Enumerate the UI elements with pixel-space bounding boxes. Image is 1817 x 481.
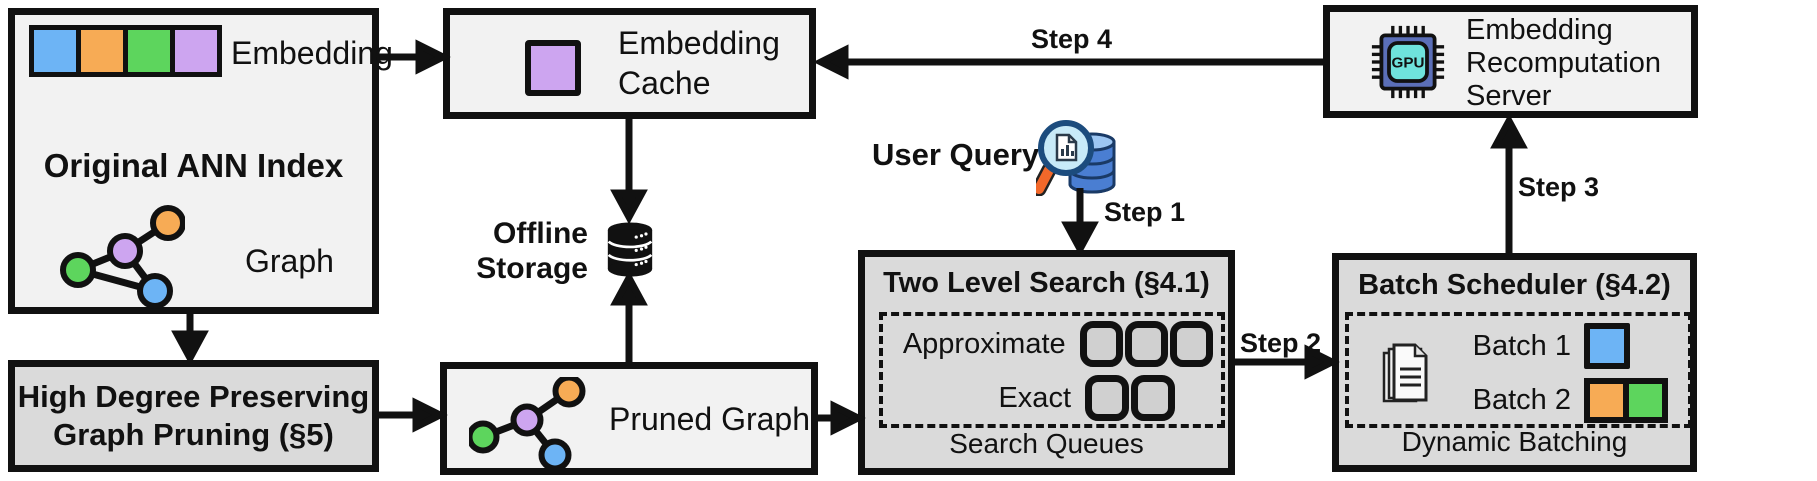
pruned-graph-box: Pruned Graph bbox=[440, 362, 818, 475]
batch-scheduler-box: Batch Scheduler (§4.2) Batch 1 Batch 2 bbox=[1332, 253, 1697, 472]
queue-slot bbox=[1124, 321, 1168, 367]
documents-icon bbox=[1382, 343, 1428, 403]
pruned-graph-label: Pruned Graph bbox=[609, 401, 811, 437]
high-degree-pruning-box: High Degree Preserving Graph Pruning (§5… bbox=[8, 360, 379, 472]
step-2-label: Step 2 bbox=[1240, 328, 1322, 358]
embedding-label: Embedding bbox=[231, 35, 393, 71]
cached-embedding-chip-purple bbox=[525, 40, 581, 96]
original-ann-index-title: Original ANN Index bbox=[43, 147, 344, 184]
search-queues-footer: Search Queues bbox=[949, 428, 1144, 459]
embedding-chip-green bbox=[128, 30, 170, 72]
batch-1-label: Batch 1 bbox=[1472, 329, 1571, 362]
graph-nodes-icon bbox=[60, 205, 185, 309]
gpu-text: GPU bbox=[1392, 55, 1425, 72]
arrow-pruning-to-pruned bbox=[412, 397, 448, 433]
pruned-graph-nodes-icon bbox=[469, 377, 586, 469]
arrow-ann-to-pruning bbox=[171, 330, 209, 366]
approximate-queue-row: Approximate bbox=[889, 316, 1215, 372]
embedding-cache-label: Embedding Cache bbox=[618, 25, 780, 101]
batch-scheduler-title: Batch Scheduler (§4.2) bbox=[1358, 269, 1671, 301]
database-icon bbox=[607, 222, 653, 277]
magnifier-database-icon bbox=[1036, 120, 1116, 196]
arrow-ann-to-cache bbox=[415, 39, 451, 75]
embedding-cache-box: Embedding Cache bbox=[443, 8, 816, 119]
two-level-search-title: Two Level Search (§4.1) bbox=[883, 267, 1210, 299]
queue-slot bbox=[1169, 321, 1214, 367]
high-degree-pruning-label: High Degree Preserving Graph Pruning (§5… bbox=[17, 379, 370, 452]
batch-1-chip-blue bbox=[1584, 323, 1630, 369]
offline-storage-label: Offline Storage bbox=[476, 217, 588, 285]
embedding-vector-chips bbox=[29, 25, 222, 77]
search-queues-panel: Approximate Exact bbox=[879, 312, 1225, 428]
exact-label: Exact bbox=[998, 381, 1071, 414]
batch-rows: Batch 1 Batch 2 bbox=[1441, 319, 1684, 427]
server-label: Embedding Recomputation Server bbox=[1466, 14, 1662, 112]
original-ann-index-box: Embedding Original ANN Index Graph bbox=[8, 8, 393, 314]
embedding-chip-purple bbox=[175, 30, 217, 72]
batch-2-chips bbox=[1584, 377, 1668, 423]
embedding-recomputation-server-box: GPU Embedding Recomputation Server bbox=[1323, 5, 1698, 118]
queue-slot bbox=[1079, 321, 1123, 367]
user-query-label: User Query bbox=[872, 137, 1040, 172]
batch-2-label: Batch 2 bbox=[1472, 383, 1571, 416]
arrow-pruned-to-storage bbox=[610, 270, 648, 306]
embedding-chip-blue bbox=[34, 30, 76, 72]
step-4-label: Step 4 bbox=[1031, 24, 1113, 54]
dynamic-batching-panel: Batch 1 Batch 2 bbox=[1345, 312, 1692, 428]
arrow-query-to-search bbox=[1061, 221, 1099, 257]
gpu-chip-icon: GPU bbox=[1371, 25, 1445, 99]
arrow-cache-to-storage bbox=[610, 189, 648, 225]
batch-2-chip-green bbox=[1629, 383, 1662, 417]
step-1-label: Step 1 bbox=[1104, 197, 1186, 227]
exact-queue-row: Exact bbox=[889, 372, 1215, 424]
two-level-search-box: Two Level Search (§4.1) Approximate Exac… bbox=[858, 250, 1235, 475]
approximate-label: Approximate bbox=[902, 327, 1066, 360]
batch-1-row: Batch 1 bbox=[1441, 319, 1684, 373]
batch-2-chip-orange bbox=[1590, 383, 1623, 417]
queue-slot bbox=[1085, 375, 1129, 421]
batch-2-row: Batch 2 bbox=[1441, 373, 1684, 427]
arrow-scheduler-to-server bbox=[1490, 113, 1528, 149]
arrow-server-to-cache bbox=[813, 44, 849, 80]
embedding-chip-orange bbox=[81, 30, 123, 72]
arrow-pruned-to-search bbox=[830, 400, 866, 436]
dynamic-batching-footer: Dynamic Batching bbox=[1401, 426, 1628, 457]
graph-label: Graph bbox=[245, 243, 334, 279]
queue-slot bbox=[1131, 375, 1175, 421]
step-3-label: Step 3 bbox=[1518, 172, 1600, 202]
